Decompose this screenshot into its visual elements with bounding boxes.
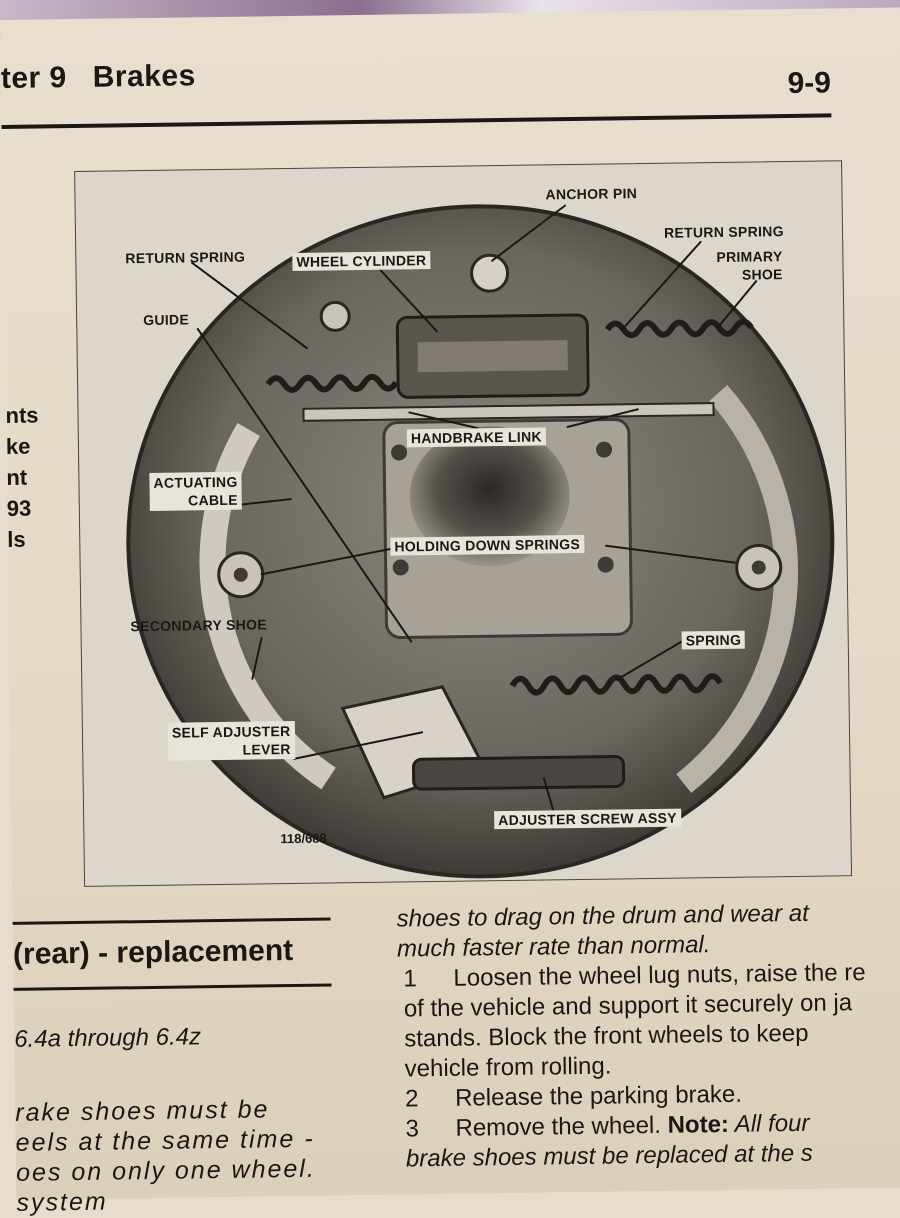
label-primary-shoe-line1: PRIMARY	[716, 248, 783, 266]
manual-page: ter 9 Brakes 9-9 nts ke nt 93 ls	[0, 7, 900, 1217]
label-self-adjuster-line2: LEVER	[242, 741, 291, 758]
note-text: All four	[728, 1109, 810, 1138]
label-wheel-cylinder: WHEEL CYLINDER	[292, 251, 431, 271]
left-body-line: oes on only one wheel.	[15, 1154, 317, 1187]
label-actuating-line1: ACTUATING	[153, 473, 238, 491]
left-body-text: rake shoes must be eels at the same time…	[15, 1094, 316, 1218]
label-holding-down-springs: HOLDING DOWN SPRINGS	[390, 534, 585, 556]
body-line: brake shoes must be replaced at the s	[405, 1139, 813, 1173]
label-return-spring-left: RETURN SPRING	[125, 248, 246, 267]
section-rule-bottom	[13, 983, 332, 991]
step-number: 3	[405, 1115, 420, 1143]
label-adjuster-screw-assy: ADJUSTER SCREW ASSY	[494, 808, 681, 830]
chapter-heading: ter 9 Brakes	[1, 59, 196, 96]
left-body-line: system	[16, 1187, 108, 1217]
brake-assembly-figure: ANCHOR PIN RETURN SPRING WHEEL CYLINDER …	[74, 160, 853, 887]
section-subtitle: 6.4a through 6.4z	[14, 1023, 202, 1053]
step-number: 2	[404, 1085, 419, 1113]
header-rule	[1, 113, 832, 129]
fragment-line: ke	[5, 433, 31, 459]
label-primary-shoe-line2: SHOE	[741, 266, 783, 283]
figure-number: 118/688	[280, 830, 327, 847]
label-actuating-cable: ACTUATING CABLE	[149, 471, 242, 511]
left-body-line: eels at the same time -	[15, 1124, 315, 1157]
chapter-title: Brakes	[92, 59, 196, 94]
note-label: Note:	[667, 1110, 730, 1139]
step-number: 1	[403, 965, 417, 993]
label-primary-shoe: PRIMARY SHOE	[712, 246, 787, 285]
label-handbrake-link: HANDBRAKE LINK	[406, 427, 546, 448]
label-self-adjuster-line1: SELF ADJUSTER	[171, 723, 291, 741]
fragment-line: 93	[6, 495, 32, 521]
page-number: 9-9	[787, 66, 832, 101]
label-self-adjuster-lever: SELF ADJUSTER LEVER	[167, 720, 295, 761]
label-actuating-line2: CABLE	[187, 491, 238, 509]
step-text: Release the parking brake.	[454, 1080, 743, 1112]
left-column-fragments: nts ke nt 93 ls	[5, 400, 40, 555]
label-secondary-shoe: SECONDARY SHOE	[130, 616, 268, 635]
label-return-spring-right: RETURN SPRING	[663, 223, 784, 241]
fragment-line: nts	[5, 402, 39, 428]
label-anchor-pin: ANCHOR PIN	[545, 185, 638, 203]
label-spring: SPRING	[681, 630, 746, 650]
section-title: (rear) - replacement	[12, 933, 294, 971]
chapter-number: ter 9	[0, 61, 67, 95]
right-column-text: shoes to drag on the drum and wear at mu…	[396, 897, 900, 1174]
step-text: Loosen the wheel lug nuts, raise the re	[453, 959, 866, 992]
section-rule-top	[12, 917, 331, 925]
step-text: Remove the wheel.	[455, 1111, 668, 1142]
fragment-line: ls	[7, 526, 26, 552]
fragment-line: nt	[6, 464, 28, 490]
label-guide: GUIDE	[143, 311, 190, 329]
left-body-line: rake shoes must be	[15, 1095, 270, 1127]
